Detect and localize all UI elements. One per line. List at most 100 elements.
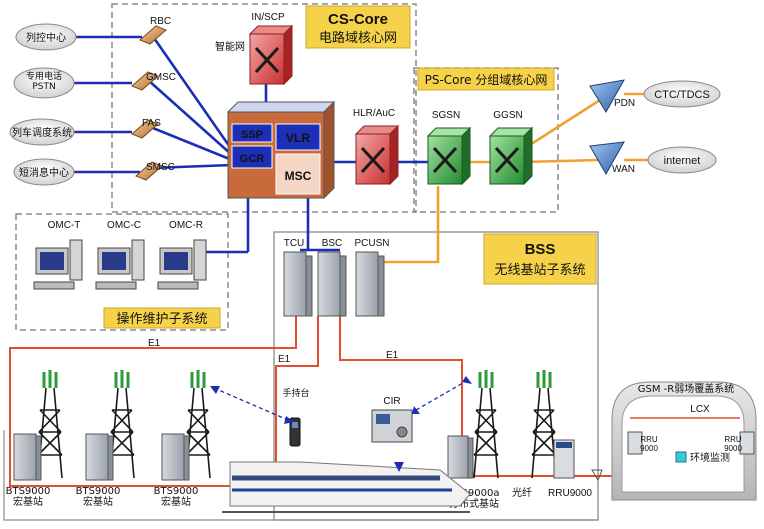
sgsn-label: SGSN xyxy=(432,110,460,121)
ggsn-label: GGSN xyxy=(493,110,522,121)
pdn-label: PDN xyxy=(614,98,635,109)
hlr-auc-node[interactable]: HLR/AuC xyxy=(353,108,400,186)
wireless-links xyxy=(213,379,469,421)
dispatch-center-label: 列控中心 xyxy=(26,31,66,44)
hlr-auc-label: HLR/AuC xyxy=(353,108,395,119)
tcu-label: TCU xyxy=(284,238,305,249)
tower-icon xyxy=(185,370,211,479)
handset-label: 手持台 xyxy=(282,387,309,399)
ctc-label: CTC/TDCS xyxy=(654,89,710,101)
e1-label-right: E1 xyxy=(386,350,399,361)
smsc-icon xyxy=(135,161,163,181)
gcr-block xyxy=(231,145,273,169)
msc-label: MSC xyxy=(285,169,312,183)
sms-center-node[interactable]: 短消息中心 xyxy=(13,158,75,186)
ps-core-label-box xyxy=(417,67,555,91)
rru9000-unit[interactable]: RRU9000 xyxy=(548,439,592,499)
bss-title: BSS xyxy=(525,241,556,258)
msc-block xyxy=(275,153,321,195)
fas-label: FAS xyxy=(142,118,161,129)
ground-frame xyxy=(3,430,598,521)
vlr-block xyxy=(275,123,321,151)
omc-t-label: OMC-T xyxy=(48,220,81,231)
pdn-node[interactable]: PDN xyxy=(589,79,635,113)
tower-icon xyxy=(473,370,499,479)
rbc-node[interactable]: RBC xyxy=(139,16,171,45)
arrow-icon xyxy=(462,376,472,384)
arrow-icon xyxy=(284,416,294,424)
cir-device[interactable]: CIR xyxy=(371,396,413,443)
in-scp-node[interactable]: IN/SCP 智能网 xyxy=(215,12,294,86)
gmsc-node[interactable]: GMSC xyxy=(131,71,176,91)
rbc-label: RBC xyxy=(150,16,171,27)
ggsn-node[interactable]: GGSN xyxy=(488,110,534,186)
arrow-icon xyxy=(210,386,220,394)
train-antenna-icon xyxy=(394,462,404,472)
pdn-icon xyxy=(589,79,625,113)
oss-region xyxy=(15,213,229,331)
cs-core-region xyxy=(111,3,417,213)
tcu-rack[interactable]: TCU xyxy=(283,238,313,317)
bss-subtitle: 无线基站子系统 xyxy=(494,263,585,278)
omc-r-workstation[interactable]: OMC-R xyxy=(157,220,207,290)
dispatch-center-node[interactable]: 列控中心 xyxy=(15,23,77,51)
smsc-node[interactable]: SMSC xyxy=(135,161,175,181)
train-dispatch-node[interactable]: 列车调度系统 xyxy=(9,118,75,146)
omc-c-workstation[interactable]: OMC-C xyxy=(95,220,145,290)
tower-icon xyxy=(531,370,557,479)
omc-c-label: OMC-C xyxy=(107,220,141,231)
bsc-rack[interactable]: BSC xyxy=(317,238,347,317)
oss-title: 操作维护子系统 xyxy=(116,311,207,327)
cs-core-subtitle: 电路域核心网 xyxy=(319,30,397,46)
bss-label-box xyxy=(483,233,597,285)
ps-core-title: PS-Core 分组域核心网 xyxy=(425,73,548,87)
ssp-block xyxy=(231,123,273,143)
lcx-label: LCX xyxy=(690,404,710,415)
fas-icon xyxy=(131,119,159,139)
rru-a-icon xyxy=(627,431,643,455)
sgsn-node[interactable]: SGSN xyxy=(426,110,472,186)
tower-icon xyxy=(109,370,135,479)
connector-icon xyxy=(591,469,603,482)
cir-label: CIR xyxy=(383,396,400,407)
in-scp-label: IN/SCP xyxy=(251,12,285,23)
cs-links xyxy=(72,35,428,254)
fiber-label: 光纤 xyxy=(512,486,532,499)
rru-label: RRU9000 xyxy=(548,488,592,499)
wan-label: WAN xyxy=(612,164,635,175)
gsmr-title: GSM -R弱场覆盖系统 xyxy=(638,382,734,395)
wan-icon xyxy=(589,141,625,176)
handset-device[interactable]: 手持台 xyxy=(282,387,310,447)
wan-node[interactable]: WAN xyxy=(589,141,635,176)
internet-node[interactable]: internet xyxy=(647,146,717,174)
sms-center-label: 短消息中心 xyxy=(19,166,69,179)
fas-node[interactable]: FAS xyxy=(131,118,161,139)
high-speed-train xyxy=(222,461,471,513)
train-dispatch-label: 列车调度系统 xyxy=(12,126,72,139)
cs-core-title: CS-Core xyxy=(328,11,388,28)
cs-core-label-box xyxy=(305,5,411,49)
ctc-node[interactable]: CTC/TDCS xyxy=(643,80,721,108)
gsmr-tunnel xyxy=(611,381,757,501)
oss-label-box xyxy=(103,307,221,329)
e1-label-middle: E1 xyxy=(278,354,291,365)
gmsc-icon xyxy=(131,71,159,91)
pcusn-rack[interactable]: PCUSN xyxy=(354,238,390,317)
rru-b-icon xyxy=(739,431,755,455)
tower-icon xyxy=(37,370,63,479)
gmsc-label: GMSC xyxy=(146,72,176,83)
pcusn-label: PCUSN xyxy=(354,238,389,249)
gcr-label: GCR xyxy=(240,153,265,165)
omc-t-workstation[interactable]: OMC-T xyxy=(33,220,83,290)
msc-cabinet[interactable]: SSP VLR GCR MSC xyxy=(226,100,336,200)
